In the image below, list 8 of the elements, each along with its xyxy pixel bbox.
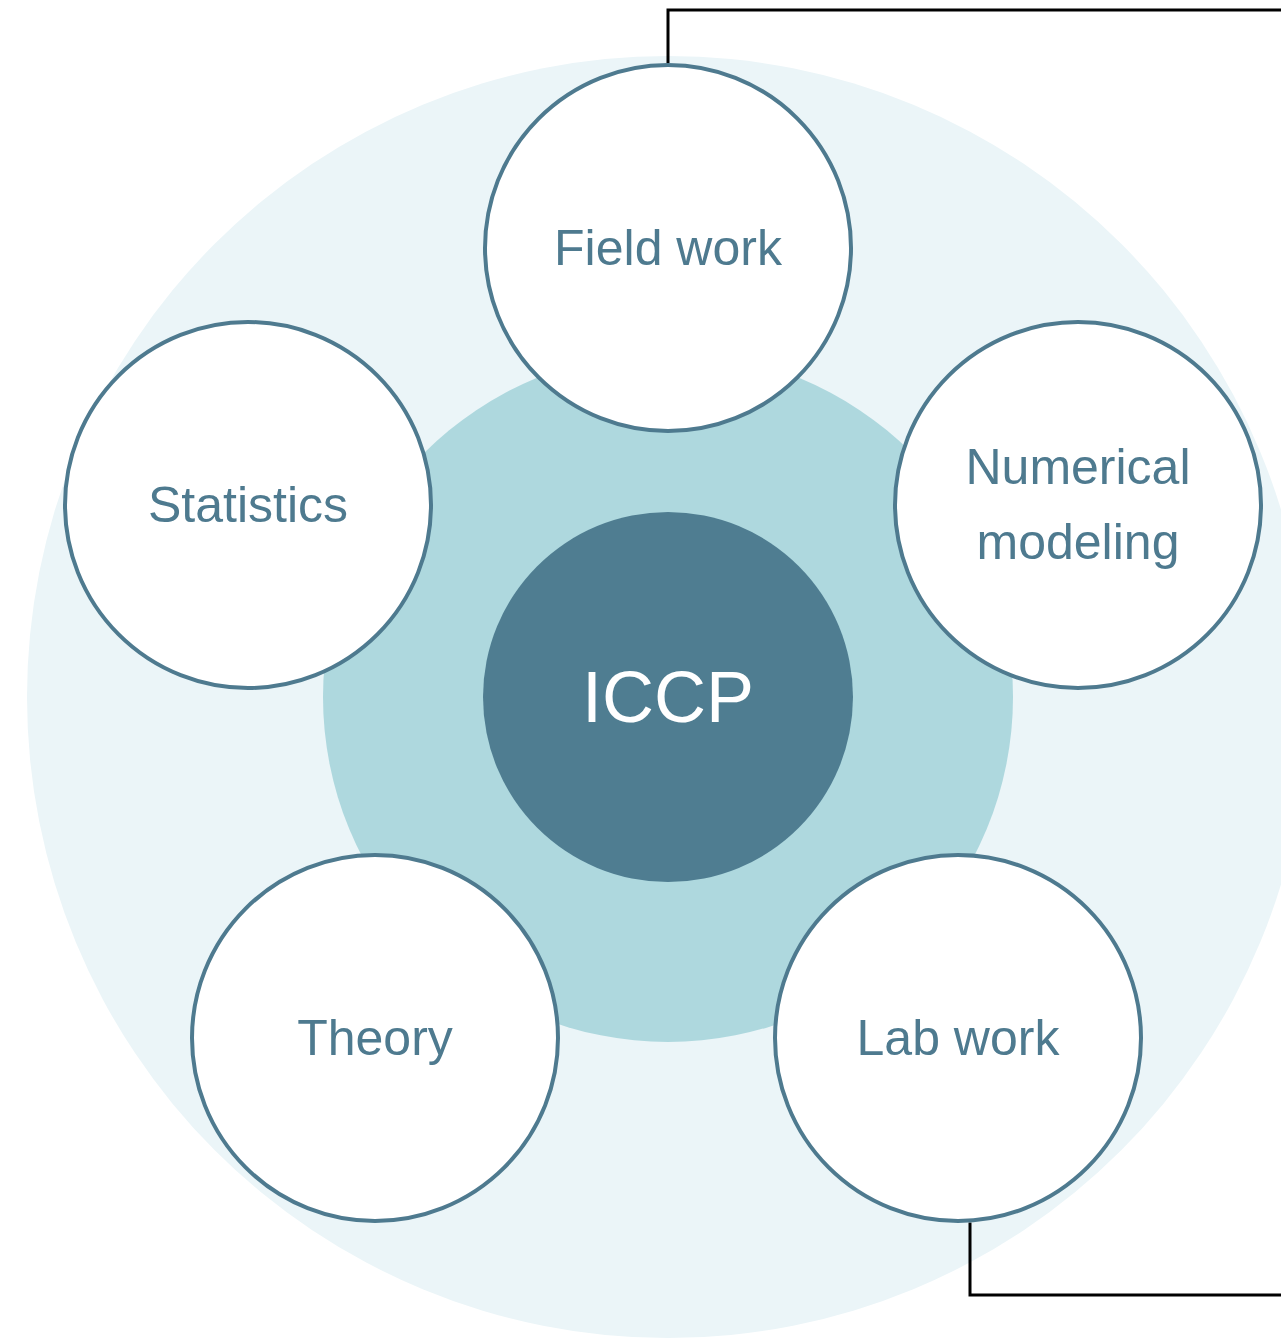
connector-line [666, 8, 1281, 63]
node-label: Theory [296, 1008, 454, 1068]
node-label: Lab work [855, 1008, 1061, 1068]
node-label: Field work [553, 218, 783, 278]
connector-line [968, 1222, 1281, 1297]
node-label: ICCP [581, 656, 755, 738]
node-label: Statistics [146, 475, 350, 535]
node-label: Numerical modeling [964, 438, 1192, 572]
